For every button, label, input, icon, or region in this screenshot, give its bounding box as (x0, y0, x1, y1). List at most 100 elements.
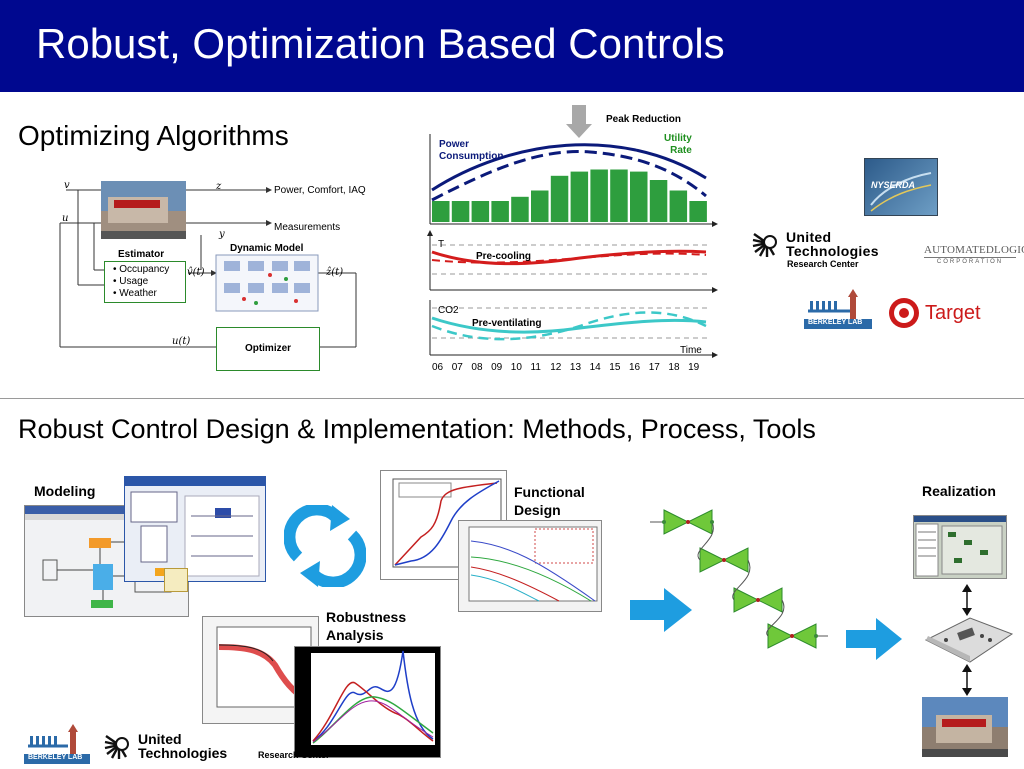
temp-curve-dashed (431, 252, 707, 264)
section-heading-optimizing: Optimizing Algorithms (18, 120, 289, 151)
power-bar (570, 171, 589, 222)
control-block-diagram (59, 181, 357, 348)
co2-curve (431, 316, 707, 334)
automatedlogic-logo: AUTOMATEDLOGIC CORPORATION (924, 244, 1024, 265)
robustness-analysis-label: Robustness Analysis (326, 609, 407, 643)
double-arrow-icon (962, 584, 972, 616)
filter-cascade-diagram (650, 509, 828, 649)
realization-label: Realization (922, 483, 996, 499)
power-bar (649, 180, 668, 222)
signal-z-label: z (216, 181, 222, 192)
precooling-label: Pre-cooling (476, 251, 532, 262)
power-bar (590, 169, 608, 222)
hour-tick-label: 10 (510, 362, 522, 373)
power-bar (471, 201, 490, 222)
robustness-frequency-plot (294, 646, 441, 758)
target-logo (888, 297, 920, 334)
utc-swirl-icon (752, 233, 777, 257)
footer-utc-subtitle: Research Center (258, 750, 330, 760)
power-curve-reduced (431, 150, 707, 202)
power-bar (550, 175, 569, 222)
berkeley-lab-logo: BERKELEY LAB (804, 289, 872, 329)
peak-down-arrow (566, 105, 592, 138)
power-bar (432, 201, 450, 222)
signal-y-label: y (219, 229, 225, 240)
flow-arrow-icon (846, 618, 902, 660)
power-curve (431, 143, 707, 192)
section-divider (0, 398, 1024, 399)
hour-tick-label: 07 (451, 362, 463, 373)
utc-subtitle: Research Center (787, 259, 859, 269)
nyserda-logo: NYSERDA (864, 158, 938, 216)
estimator-title: Estimator (118, 249, 165, 260)
functional-design-plot-curves (458, 520, 602, 612)
optimizer-block: Optimizer (216, 327, 320, 371)
functional-design-label: Functional Design (514, 484, 585, 518)
peak-reduction-label: Peak Reduction (606, 114, 682, 125)
utility-rate-label: Utility Rate (664, 133, 692, 156)
preventilating-label: Pre-ventilating (472, 318, 542, 329)
estimator-item: • Occupancy (113, 264, 170, 275)
co2-curve-dashed (431, 311, 707, 341)
target-bullseye-icon (889, 298, 919, 328)
hour-tick-label: 09 (491, 362, 503, 373)
hour-tick-label: 16 (629, 362, 641, 373)
power-bar (689, 201, 707, 222)
hour-tick-label: 18 (668, 362, 680, 373)
power-bar (531, 190, 549, 222)
footer-utc-name-line1: United (138, 731, 182, 747)
hour-tick-label: 15 (609, 362, 621, 373)
power-bar (610, 169, 628, 222)
peak-reduction-chart (427, 105, 718, 358)
hour-tick-label: 12 (550, 362, 562, 373)
power-bar (669, 190, 688, 222)
hour-tick-label: 19 (688, 362, 700, 373)
utc-logo-top (750, 228, 784, 263)
footer-berkeley-lab-logo: BERKELEY LAB (24, 724, 90, 764)
footer-utc-name-line2: Technologies (138, 745, 228, 761)
double-arrow-icon (962, 664, 972, 696)
estimator-item: • Weather (113, 288, 157, 299)
hour-tick-label: 13 (569, 362, 582, 373)
automatedlogic-text: AUTOMATEDLOGIC (924, 244, 1024, 256)
modeling-label: Modeling (34, 483, 96, 499)
modeling-block-thumb (164, 568, 188, 592)
co2-axis-label: CO2 (438, 305, 459, 316)
output-z-label: Power, Comfort, IAQ (274, 185, 366, 196)
store-photo-realization (922, 697, 1008, 757)
hour-tick-label: 17 (648, 362, 660, 373)
time-axis-label: Time (680, 345, 702, 356)
power-bar (511, 196, 529, 222)
automatedlogic-sub: CORPORATION (936, 259, 1004, 265)
z-hat-label: ẑ(t) (326, 267, 344, 278)
target-text: Target (925, 302, 981, 324)
optimizer-label: Optimizer (244, 343, 292, 354)
utc-name-line2: Technologies (786, 243, 879, 259)
footer-utc-logo (102, 730, 136, 765)
section-heading-robust: Robust Control Design & Implementation: … (18, 414, 816, 444)
footer-berkeley-lab-text: BERKELEY LAB (28, 754, 83, 761)
slide-title: Robust, Optimization Based Controls (36, 20, 725, 67)
hour-tick-label: 08 (471, 362, 483, 373)
signal-v-label: v (64, 180, 70, 191)
utc-name-line1: United (786, 229, 832, 245)
power-bar (630, 171, 648, 222)
power-bar (491, 201, 509, 222)
utc-swirl-icon (104, 735, 129, 759)
flow-arrow-icon (630, 588, 692, 632)
berkeley-lab-text: BERKELEY LAB (808, 319, 863, 326)
power-bar (451, 201, 470, 222)
controller-board-image (924, 617, 1014, 663)
output-y-label: Measurements (274, 222, 341, 233)
hour-tick-label: 11 (530, 362, 541, 373)
power-consumption-label: Power Consumption (439, 139, 504, 162)
temp-axis-label: T (438, 239, 445, 250)
modeling-screenshot-window (124, 476, 266, 582)
u-t-label: u(t) (172, 336, 191, 347)
hour-tick-label: 06 (432, 362, 444, 373)
dynamic-model-title: Dynamic Model (230, 243, 304, 254)
realization-software-screenshot (913, 515, 1007, 579)
cycle-arrows-icon (284, 505, 366, 587)
title-bar (0, 0, 1024, 92)
hour-tick-label: 14 (589, 362, 601, 373)
